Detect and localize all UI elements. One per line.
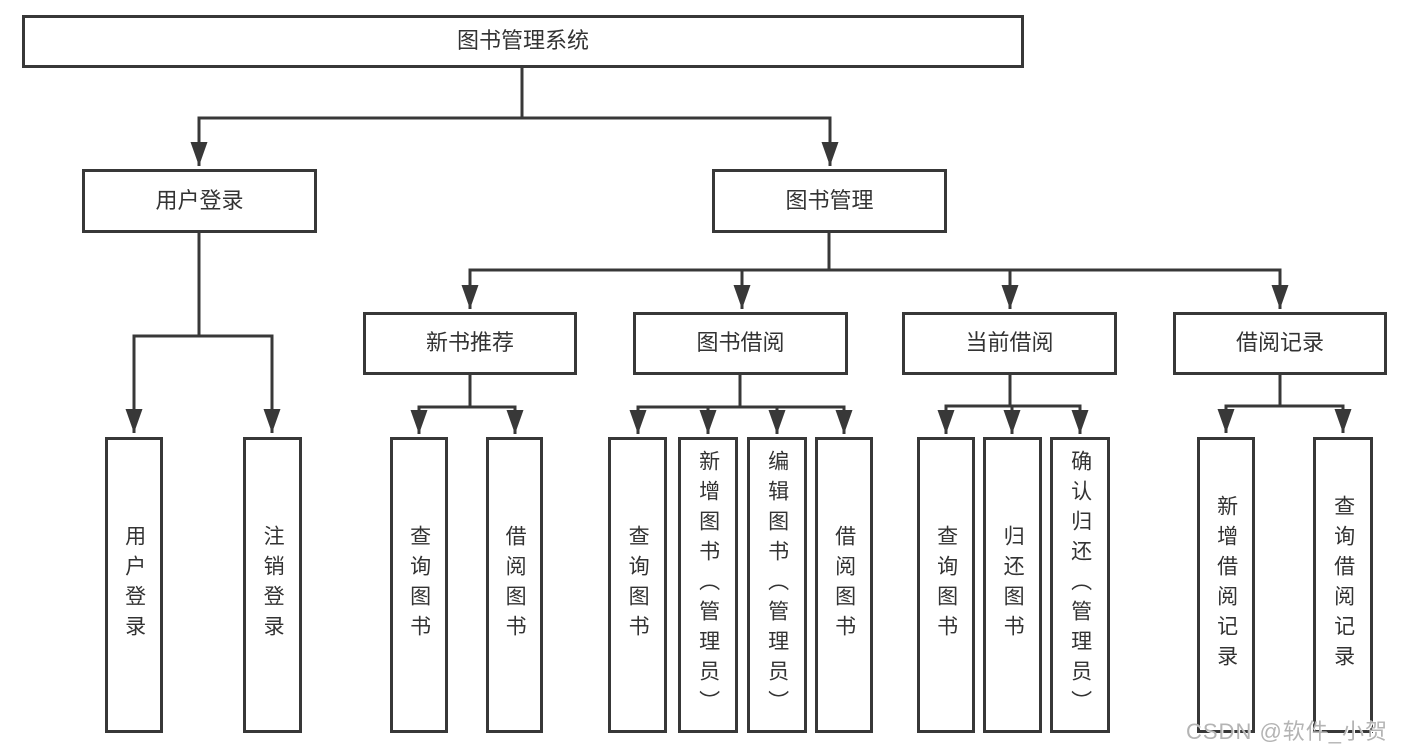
leaf-add-book-admin: 新增图书（管理员） — [678, 437, 738, 733]
leaf-label: 用户登录 — [122, 525, 146, 645]
leaf-label: 注销登录 — [261, 525, 285, 645]
leaf-label: 查询图书 — [407, 525, 431, 645]
csdn-watermark: CSDN @软件_小贺同学 — [1186, 719, 1389, 744]
node-user-login: 用户登录 — [82, 169, 317, 233]
node-book-borrowing: 图书借阅 — [633, 312, 848, 375]
leaf-add-borrow-record: 新增借阅记录 — [1197, 437, 1255, 733]
leaf-label: 编辑图书（管理员） — [765, 450, 789, 720]
node-label: 借阅记录 — [1235, 330, 1324, 356]
leaf-label: 借阅图书 — [503, 525, 527, 645]
leaf-query-books-current: 查询图书 — [917, 437, 975, 733]
leaf-borrow-books-recommend: 借阅图书 — [486, 437, 543, 733]
leaf-label: 新增借阅记录 — [1214, 495, 1238, 675]
node-label: 新书推荐 — [425, 330, 514, 356]
leaf-confirm-return-admin: 确认归还（管理员） — [1050, 437, 1110, 733]
node-label: 图书管理 — [785, 187, 874, 213]
node-label: 图书管理系统 — [456, 28, 589, 54]
node-new-book-recommendation: 新书推荐 — [363, 312, 577, 375]
leaf-query-books-borrowing: 查询图书 — [608, 437, 667, 733]
leaf-borrow-books: 借阅图书 — [815, 437, 873, 733]
leaf-edit-book-admin: 编辑图书（管理员） — [747, 437, 807, 733]
leaf-label: 确认归还（管理员） — [1068, 450, 1092, 720]
node-library-management-system: 图书管理系统 — [22, 15, 1024, 68]
leaf-user-login: 用户登录 — [105, 437, 163, 733]
node-borrowing-records: 借阅记录 — [1173, 312, 1387, 375]
leaf-query-borrow-record: 查询借阅记录 — [1313, 437, 1373, 733]
node-book-management: 图书管理 — [712, 169, 947, 233]
leaf-query-books-recommend: 查询图书 — [390, 437, 448, 733]
leaf-label: 查询图书 — [934, 525, 958, 645]
leaf-logout: 注销登录 — [243, 437, 302, 733]
leaf-return-books: 归还图书 — [983, 437, 1042, 733]
node-label: 当前借阅 — [965, 330, 1054, 356]
leaf-label: 查询图书 — [626, 525, 650, 645]
leaf-label: 查询借阅记录 — [1331, 495, 1355, 675]
leaf-label: 借阅图书 — [832, 525, 856, 645]
node-label: 图书借阅 — [696, 330, 785, 356]
node-current-borrowing: 当前借阅 — [902, 312, 1117, 375]
node-label: 用户登录 — [155, 187, 244, 213]
leaf-label: 新增图书（管理员） — [696, 450, 720, 720]
leaf-label: 归还图书 — [1001, 525, 1025, 645]
